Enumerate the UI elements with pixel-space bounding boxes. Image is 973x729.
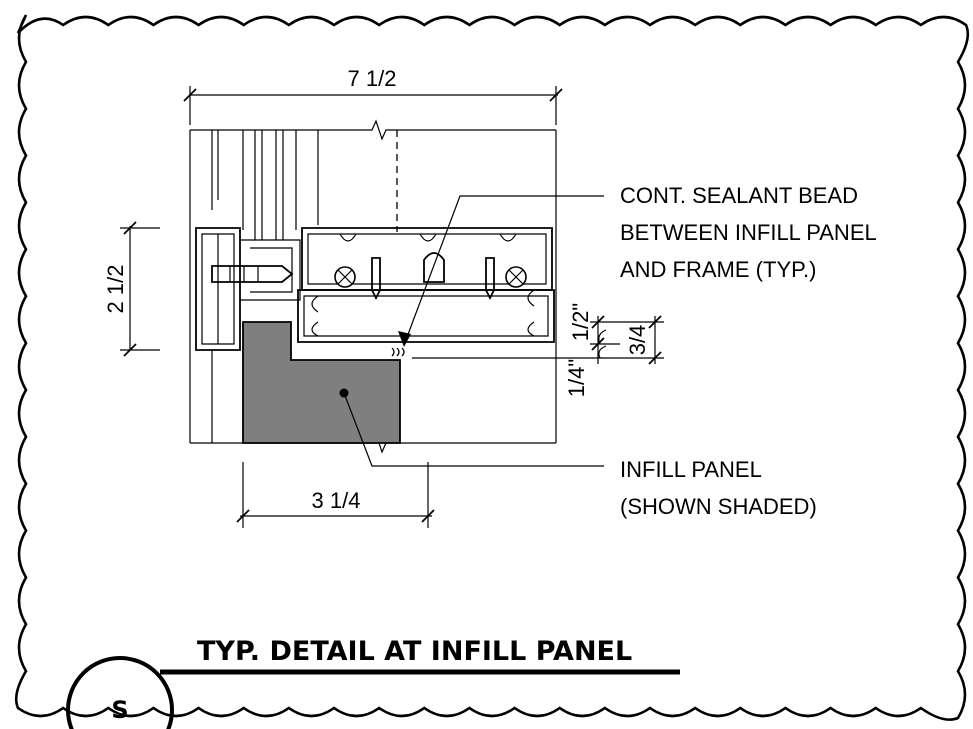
infill-panel-shape — [242, 321, 401, 444]
dimension-overall-width-label: 7 1/2 — [348, 66, 397, 91]
dimension-gap-top-label: 1/2" — [568, 303, 593, 341]
detail-tag-letter: S — [111, 696, 128, 724]
note-infill-line-1: INFILL PANEL — [620, 457, 762, 482]
cloud-border — [14, 14, 970, 721]
note-sealant-line-1: CONT. SEALANT BEAD — [620, 183, 858, 208]
dimension-panel-width-label: 3 1/4 — [312, 488, 361, 513]
dimension-panel-depth: 3/4 1/2" 1/4" — [412, 303, 664, 397]
note-sealant-line-2: BETWEEN INFILL PANEL — [620, 220, 877, 245]
dimension-overall-width: 7 1/2 — [183, 66, 563, 125]
dimension-frame-height: 2 1/2 — [103, 221, 160, 357]
leader-lines — [343, 195, 604, 467]
title-block: S TYP. DETAIL AT INFILL PANEL — [66, 636, 680, 729]
dimension-gap-bottom-label: 1/4" — [564, 359, 589, 397]
detail-title: TYP. DETAIL AT INFILL PANEL — [197, 636, 632, 667]
infill-panel — [242, 321, 405, 444]
dimension-frame-height-label: 2 1/2 — [103, 265, 128, 314]
detail-tag-circle — [66, 656, 174, 729]
note-sealant-line-3: AND FRAME (TYP.) — [620, 257, 816, 282]
aluminum-frame-extrusion — [195, 227, 555, 351]
note-infill-line-2: (SHOWN SHADED) — [620, 494, 817, 519]
dimension-panel-width: 3 1/4 — [236, 462, 435, 528]
dimension-panel-depth-label: 3/4 — [625, 325, 650, 356]
